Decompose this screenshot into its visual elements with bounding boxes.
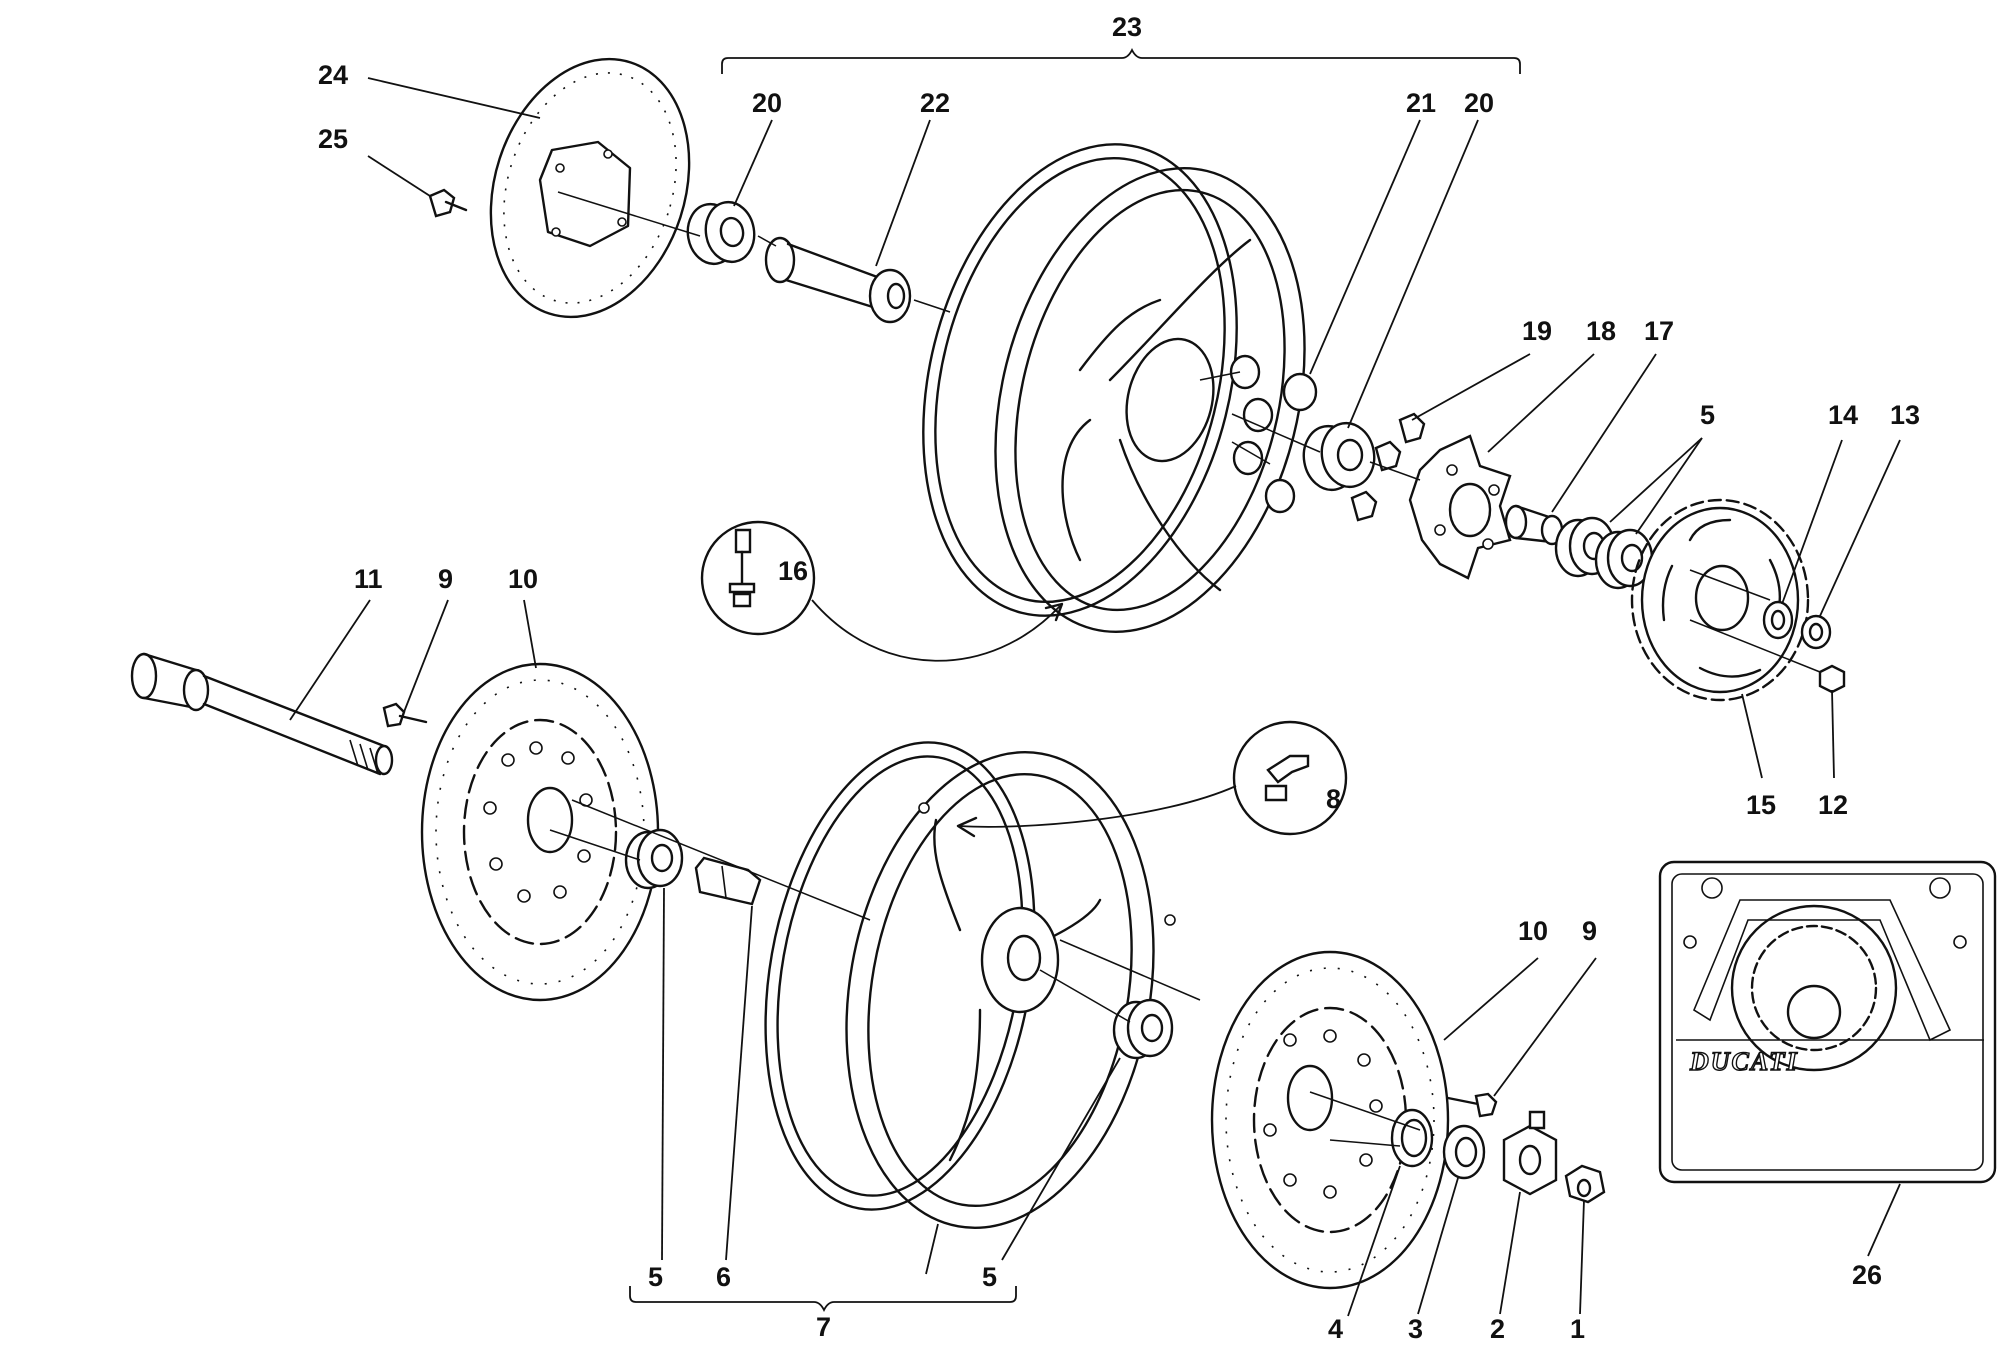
callout-5-rear: 5	[1700, 400, 1715, 430]
rear-disc-screw	[428, 188, 468, 218]
callout-26: 26	[1852, 1260, 1882, 1290]
callout-5-front-right: 5	[982, 1262, 997, 1292]
front-spacer	[694, 856, 762, 906]
front-wheel-rim	[764, 741, 1176, 1229]
callout-24: 24	[318, 60, 348, 90]
rear-valve-inset	[700, 520, 1064, 662]
callout-9-right: 9	[1582, 916, 1597, 946]
callout-11: 11	[354, 564, 383, 594]
sprocket-lock-plate	[1762, 600, 1794, 640]
callout-20-left: 20	[752, 88, 782, 118]
callout-15: 15	[1746, 790, 1776, 820]
rear-wheel-assembly	[428, 57, 1846, 702]
front-disc-screw-left	[382, 702, 428, 728]
badge-logo-text: DUCATI	[1689, 1047, 1799, 1076]
callout-8: 8	[1326, 784, 1341, 814]
callout-20-right: 20	[1464, 88, 1494, 118]
flange-spacer	[1504, 504, 1564, 546]
callout-14: 14	[1828, 400, 1858, 430]
callout-23: 23	[1112, 12, 1142, 42]
callout-21: 21	[1406, 88, 1436, 118]
rear-hub-dampers	[1229, 354, 1318, 514]
rear-brake-disc	[489, 57, 691, 319]
callout-7: 7	[816, 1312, 831, 1342]
rear-sprocket	[1630, 498, 1810, 702]
callout-6: 6	[716, 1262, 731, 1292]
callout-12: 12	[1818, 790, 1848, 820]
callout-10-left: 10	[508, 564, 538, 594]
speedometer-drive	[1502, 1110, 1558, 1196]
callout-19: 19	[1522, 316, 1552, 346]
callout-4: 4	[1328, 1314, 1343, 1344]
front-seal-ring	[1390, 1108, 1434, 1168]
callout-3: 3	[1408, 1314, 1423, 1344]
callout-10-right: 10	[1518, 916, 1548, 946]
callout-16: 16	[778, 556, 808, 586]
callout-13: 13	[1890, 400, 1920, 430]
sprocket-nut	[1818, 664, 1846, 694]
callout-labels: 23 24 25 20 22 21 20 19 18 17 5 14 13 16…	[318, 12, 1920, 1344]
front-brake-disc-left	[420, 662, 660, 1002]
callout-2: 2	[1490, 1314, 1505, 1344]
front-washer	[1442, 1124, 1486, 1180]
sprocket-flange-studs	[1350, 412, 1426, 522]
sprocket-flange	[1408, 434, 1512, 580]
callout-25: 25	[318, 124, 348, 154]
leader-lines	[289, 77, 1901, 1317]
callout-22: 22	[920, 88, 950, 118]
flange-bearings	[1554, 516, 1654, 590]
bracket-7	[629, 1286, 1017, 1313]
front-brake-disc-right	[1210, 950, 1450, 1290]
bracket-23	[721, 47, 1521, 74]
callout-9-left: 9	[438, 564, 453, 594]
rear-bearing-right	[1302, 421, 1376, 492]
ducati-badge: DUCATI	[1658, 860, 1997, 1184]
front-bearing-left	[624, 828, 684, 890]
sprocket-washer	[1800, 614, 1832, 650]
rear-wheel-rim	[922, 143, 1306, 633]
rear-spacer-tube	[764, 236, 912, 324]
rear-bearing-left	[686, 200, 756, 266]
front-bearing-right	[1112, 998, 1174, 1060]
callout-18: 18	[1586, 316, 1616, 346]
front-valve-inset	[956, 720, 1348, 838]
callout-5-front-left: 5	[648, 1262, 663, 1292]
callout-17: 17	[1644, 316, 1674, 346]
front-disc-screw-right	[1446, 1092, 1498, 1118]
front-wheel-assembly	[130, 652, 1606, 1290]
front-axle-nut	[1564, 1164, 1606, 1204]
front-axle	[130, 652, 394, 776]
callout-1: 1	[1570, 1314, 1585, 1344]
